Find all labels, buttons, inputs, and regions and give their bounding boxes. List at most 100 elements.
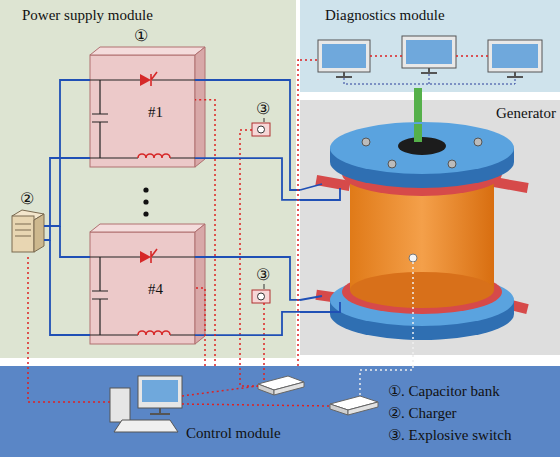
connector-line <box>195 288 205 366</box>
computer-icon-part <box>142 380 178 402</box>
monitor-icons-part <box>421 68 437 73</box>
control-wires-part <box>28 254 110 402</box>
control-wires-part <box>240 130 258 386</box>
probe-line-part <box>412 262 414 355</box>
router-icon-part <box>258 384 274 395</box>
computer-icon-part <box>114 420 178 432</box>
computer-icon-part <box>138 376 182 408</box>
module-panel: Control module <box>0 366 560 457</box>
computer-icon-part <box>150 408 170 414</box>
node-text: #4 <box>148 280 195 298</box>
explosive-switch-part <box>252 290 270 303</box>
router-icon-part <box>348 402 378 415</box>
module-panel: Generator <box>300 100 560 355</box>
connector <box>298 60 300 366</box>
control-wires <box>28 130 330 406</box>
charger-wires <box>44 80 90 335</box>
connector-line <box>298 60 300 366</box>
explosive-switch-part <box>258 293 265 300</box>
ellipsis-dots-part <box>143 187 148 192</box>
capacitor-bank: #4 <box>90 232 195 344</box>
explosive-switch <box>252 118 270 303</box>
generator-drawing-part <box>409 254 417 262</box>
capacitor-bank-drawing-part <box>90 47 205 167</box>
monitor-icons-part <box>488 40 542 72</box>
monitor-icons-part <box>492 44 538 68</box>
connector-line <box>195 312 300 335</box>
connector-line <box>195 100 215 366</box>
control-wires-part <box>182 404 330 406</box>
ellipsis-dots <box>143 187 148 216</box>
monitor-icons-part <box>406 40 452 64</box>
generator-drawing-part <box>330 122 514 174</box>
panels-part <box>0 0 296 358</box>
key-text: ①. Capacitor bank <box>388 382 500 400</box>
charger-icon-part <box>34 214 44 252</box>
connector-line <box>195 257 300 300</box>
module-panel: Power supply module #1 #4 <box>0 0 296 358</box>
generator-drawing-part <box>350 272 494 308</box>
generator-wires <box>300 184 340 312</box>
generator-drawing-part <box>474 138 482 146</box>
explosive-switch-part <box>264 118 265 289</box>
node-text: Diagnostics module <box>325 6 560 24</box>
charger-icon-part <box>15 224 31 236</box>
connector-line <box>195 80 300 190</box>
generator-wires-part <box>300 188 340 200</box>
control-wires-part <box>182 386 258 396</box>
explosive-switch-part <box>258 126 265 133</box>
monitor-links <box>300 56 515 84</box>
connector <box>195 80 300 190</box>
ellipsis-dots-part <box>143 211 148 216</box>
charger-wires-part <box>44 158 90 240</box>
computer-icon-part <box>110 388 130 422</box>
capacitor-bank: #1 <box>90 55 195 167</box>
node-text: Generator <box>300 104 556 122</box>
charger-icon <box>12 210 44 252</box>
generator-drawing-part <box>388 160 396 168</box>
explosive-switch-part <box>252 123 270 136</box>
router-icon <box>258 376 378 415</box>
generator-drawing-part <box>414 124 422 142</box>
key-text: ③. Explosive switch <box>388 426 511 444</box>
callout-number: ① <box>134 27 148 45</box>
connector <box>195 312 300 335</box>
monitor-icons-part <box>322 44 366 68</box>
monitor-icons-part <box>507 72 523 77</box>
generator-wires-part <box>300 296 322 300</box>
generator-drawing <box>315 88 528 340</box>
node-text: Power supply module <box>22 6 296 24</box>
monitor-links-part <box>300 56 488 60</box>
connector <box>195 288 205 366</box>
generator-drawing-part <box>362 138 370 146</box>
generator-drawing-part <box>448 160 456 168</box>
charger-icon-part <box>12 216 34 252</box>
charger-wires-part <box>50 240 90 335</box>
ellipsis-dots-part <box>143 199 148 204</box>
probe-line <box>360 262 413 398</box>
router-icon-part <box>330 404 348 415</box>
monitor-links-part <box>344 74 515 84</box>
charger-wires-part <box>60 226 90 257</box>
monitor-icons-part <box>402 36 456 68</box>
callout-number: ③ <box>256 266 270 284</box>
control-wires-part <box>263 303 265 381</box>
node-text: #1 <box>148 103 195 121</box>
panels-part <box>0 366 560 457</box>
callout-number: ② <box>20 190 34 208</box>
capacitor-bank-drawing-part <box>90 224 205 344</box>
capacitor-bank-drawing <box>90 47 205 344</box>
panels-part <box>300 100 560 355</box>
panels-part <box>300 0 560 92</box>
connector <box>195 158 300 200</box>
monitor-icons-part <box>336 72 352 77</box>
generator-wires-part <box>300 184 322 190</box>
router-icon-part <box>274 382 304 395</box>
connector <box>195 100 215 366</box>
module-panel: Diagnostics module <box>300 0 560 92</box>
connector <box>195 257 300 300</box>
connector-line <box>195 158 300 200</box>
generator-wires-part <box>300 302 340 312</box>
connector <box>413 355 414 366</box>
